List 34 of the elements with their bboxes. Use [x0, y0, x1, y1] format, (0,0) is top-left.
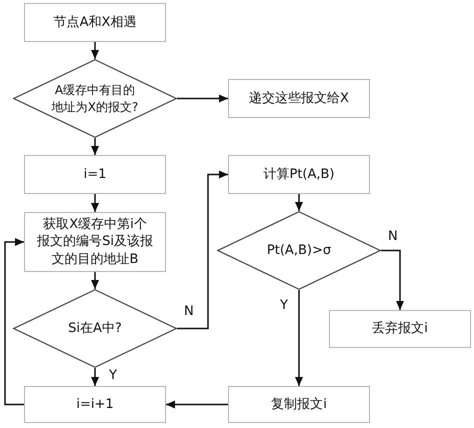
process-box: [24, 212, 166, 272]
arrow: [295, 290, 303, 386]
node-text: 获取X缓存中第i个报文的编号Si及该报文的目的地址B: [37, 216, 153, 268]
node-text: 丢弃报文i: [372, 320, 428, 338]
process-box: [24, 386, 166, 423]
node-text: i=1: [84, 166, 106, 184]
arrow: [4, 238, 24, 406]
decision-diamond: [13, 59, 177, 138]
arrow: [91, 138, 99, 155]
process-box: [228, 386, 370, 423]
process-box: [329, 310, 471, 348]
arrow: [91, 194, 99, 212]
node-text: 节点A和X相遇: [54, 14, 136, 32]
process-box: [228, 155, 370, 194]
process-box: [24, 3, 166, 42]
node-text: i=i+1: [76, 396, 114, 414]
node-text: 复制报文i: [271, 396, 327, 414]
process-box: [228, 79, 370, 118]
decision-diamond: [217, 211, 381, 290]
arrow: [91, 272, 99, 289]
process-box: [24, 155, 166, 194]
arrow: [91, 368, 99, 386]
arrow: [381, 250, 404, 310]
arrow: [166, 400, 228, 408]
arrow: [177, 94, 228, 102]
arrow: [295, 194, 303, 211]
node-text: Si在A中?: [68, 320, 122, 338]
node-text: A缓存中有目的地址为X的报文?: [50, 82, 140, 115]
node-text: 计算Pt(A,B): [263, 166, 335, 184]
decision-diamond: [13, 289, 177, 368]
arrow: [91, 42, 99, 59]
node-text: Pt(A,B)>σ: [266, 242, 332, 260]
node-text: 递交这些报文给X: [249, 90, 349, 108]
arrow: [177, 170, 228, 330]
